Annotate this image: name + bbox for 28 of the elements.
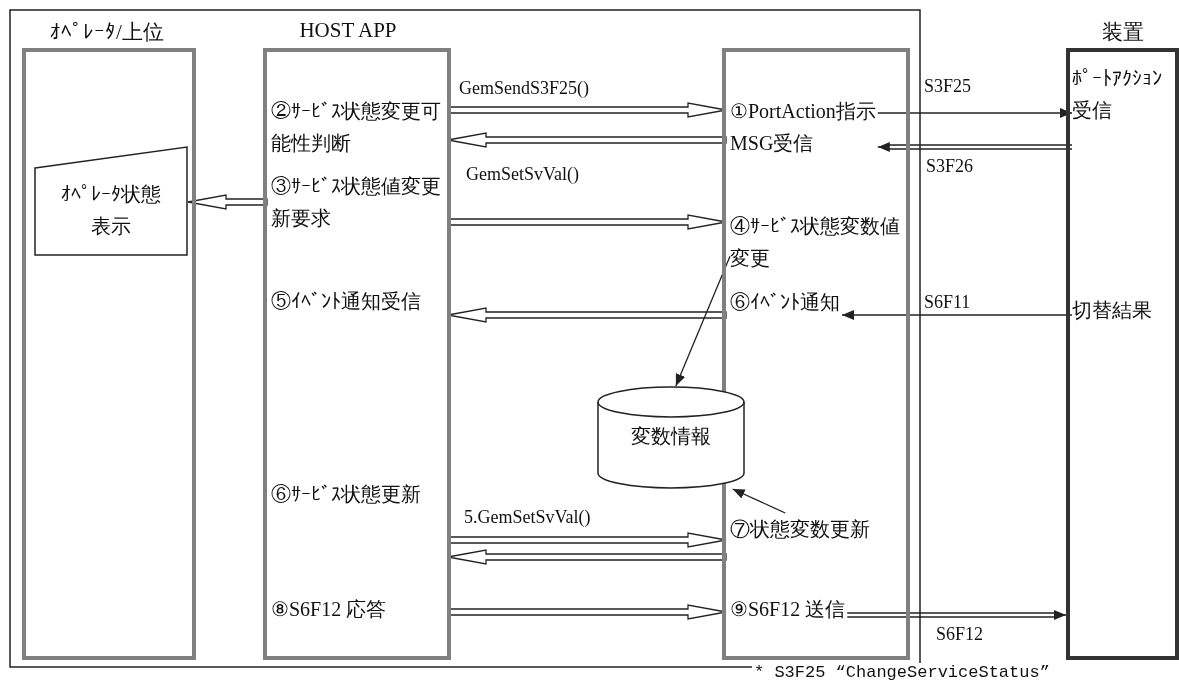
edge-label: 5.GemSetSvVal() xyxy=(462,507,593,528)
lane-title: 装置 xyxy=(1100,19,1145,46)
step-text: ⑥ｲﾍﾞﾝﾄ通知 xyxy=(726,286,906,318)
step-text: ﾎﾟｰﾄｱｸｼｮﾝ受信 xyxy=(1070,62,1175,162)
arrow xyxy=(877,142,1073,152)
arrow xyxy=(187,194,268,210)
step-text: ③ｻｰﾋﾞｽ状態値変更新要求 xyxy=(267,170,448,234)
lane-title: ｵﾍﾟﾚｰﾀ/上位 xyxy=(49,19,165,46)
step-text: ⑦状態変数更新 xyxy=(726,513,906,577)
lane-title: HOST APP xyxy=(298,18,398,43)
edge-label: GemSetSvVal() xyxy=(464,164,581,185)
step-text: ④ｻｰﾋﾞｽ状態変数値変更 xyxy=(726,210,906,274)
footnote-text: * S3F25 “ChangeServiceStatus” xyxy=(752,663,1052,683)
step-text: ⑧S6F12 応答 xyxy=(267,593,448,625)
arrow xyxy=(877,108,1073,118)
step-text: ⑥ｻｰﾋﾞｽ状態更新 xyxy=(267,478,448,563)
step-text: ②ｻｰﾋﾞｽ状態変更可能性判断 xyxy=(267,95,448,159)
step-text: ①PortAction指示MSG受信 xyxy=(726,95,906,159)
step-text: 切替結果 xyxy=(1070,294,1175,326)
cylinder-text: 変数情報 xyxy=(630,424,712,449)
arrow xyxy=(675,255,731,387)
arrow xyxy=(732,488,786,514)
arrow xyxy=(841,310,1073,320)
step-text: ⑤ｲﾍﾞﾝﾄ通知受信 xyxy=(267,285,448,349)
step-text: ⑨S6F12 送信 xyxy=(726,593,906,625)
display-text: ｵﾍﾟﾚｰﾀ状態表示 xyxy=(60,182,162,239)
edge-label: GemSendS3F25() xyxy=(457,78,591,99)
arrow xyxy=(846,610,1067,620)
